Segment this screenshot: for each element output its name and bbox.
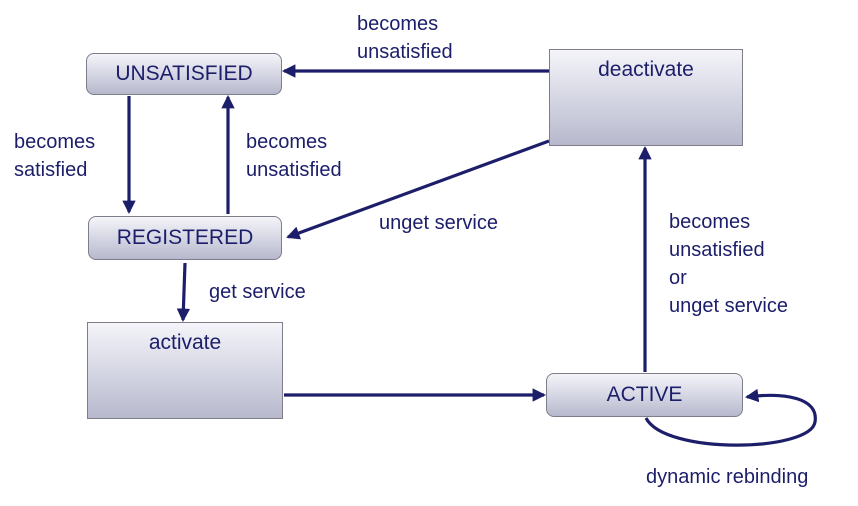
- state-activate: activate: [87, 322, 283, 419]
- arrow-active-self-loop: [644, 388, 817, 447]
- state-active-label: ACTIVE: [606, 383, 683, 406]
- state-activate-label: activate: [148, 331, 222, 354]
- label-registered-to-activate: get service: [209, 281, 306, 303]
- arrow-deactivate-to-registered: [286, 139, 550, 240]
- state-deactivate: deactivate: [549, 49, 743, 146]
- state-deactivate-label: deactivate: [598, 58, 694, 81]
- arrow-registered-to-activate: [176, 262, 191, 323]
- label-unsatisfied-to-registered: becomes satisfied: [14, 131, 96, 181]
- label-deactivate-to-registered: unget service: [379, 212, 498, 234]
- label-deactivate-to-unsatisfied: becomes unsatisfied: [357, 13, 453, 63]
- state-unsatisfied: UNSATISFIED: [86, 53, 282, 95]
- label-registered-to-unsatisfied: becomes unsatisfied: [246, 131, 342, 181]
- state-registered: REGISTERED: [88, 216, 282, 260]
- state-registered-label: REGISTERED: [116, 226, 254, 249]
- label-active-self-loop: dynamic rebinding: [646, 466, 809, 488]
- state-active: ACTIVE: [546, 373, 743, 417]
- state-unsatisfied-label: UNSATISFIED: [115, 62, 253, 85]
- label-active-to-deactivate: becomes unsatisfied or unget service: [669, 211, 788, 317]
